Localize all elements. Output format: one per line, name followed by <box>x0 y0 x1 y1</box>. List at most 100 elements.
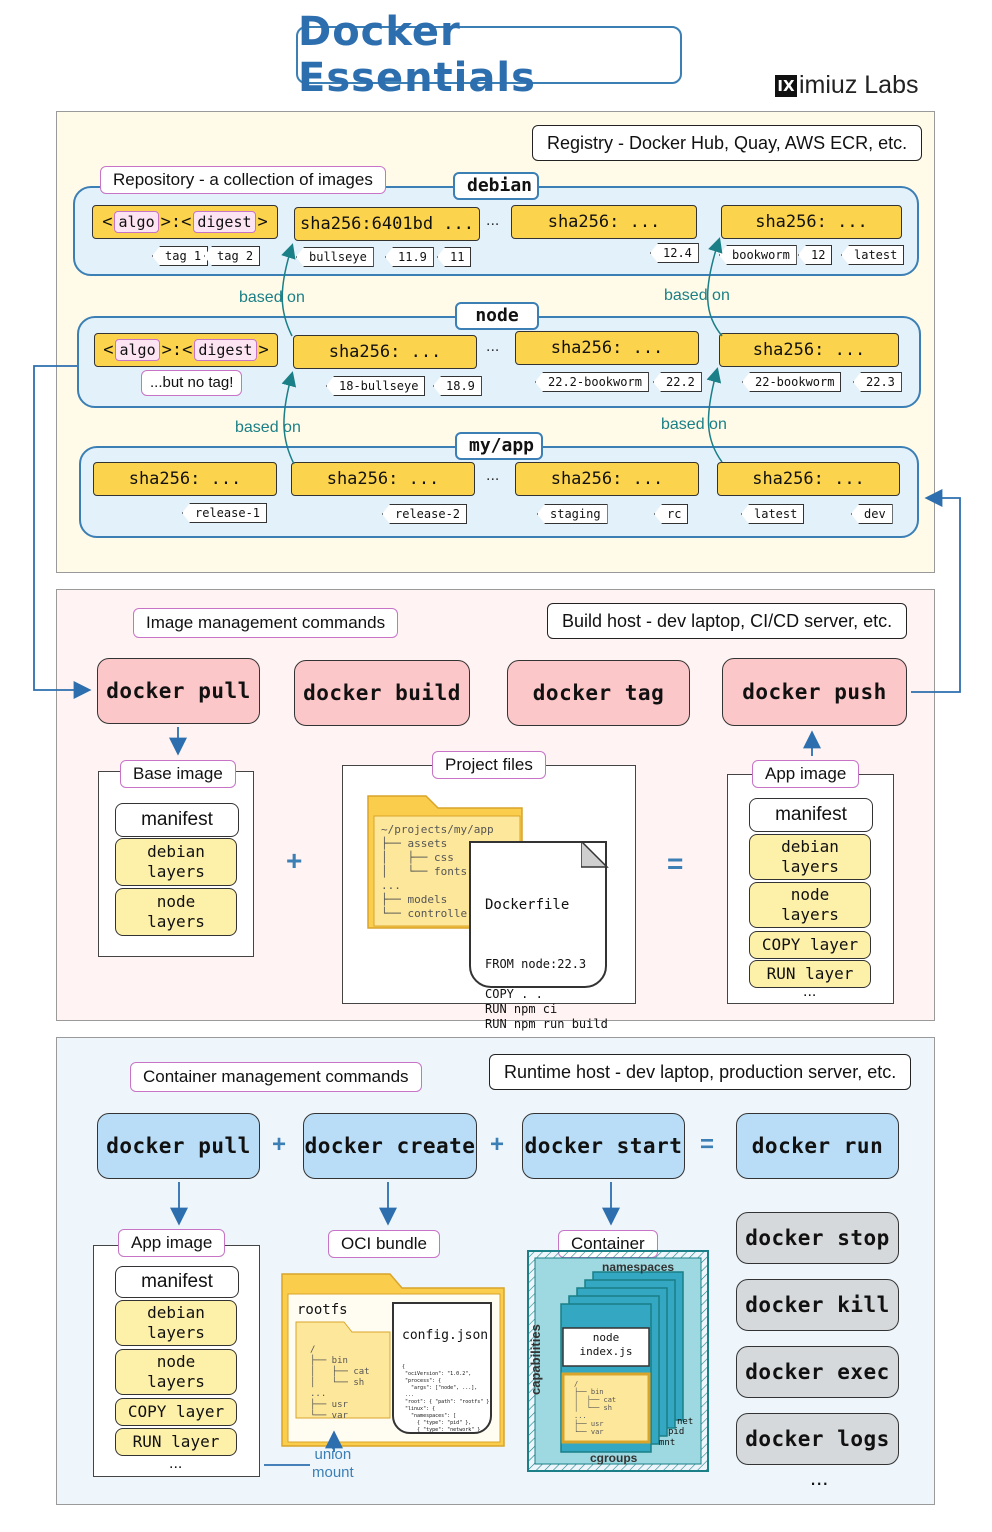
digest-mid: >:< <box>161 340 193 360</box>
docker-tag-button[interactable]: docker tag <box>507 660 690 726</box>
digest-debian-3: sha256: ... <box>511 205 697 239</box>
layer-manifest: manifest <box>115 1266 239 1298</box>
docker-push-button[interactable]: docker push <box>722 658 907 726</box>
more-layers: ... <box>169 1455 183 1472</box>
namespaces-label: namespaces <box>602 1260 675 1274</box>
ns-pid: pid <box>668 1427 685 1437</box>
tag: 12 <box>798 245 833 265</box>
digest-mid: >:< <box>160 212 192 232</box>
based-on-label: based on <box>664 287 730 304</box>
repo-name-debian: debian <box>453 172 539 200</box>
layer-run: RUN layer <box>115 1428 237 1456</box>
plus-operator: + <box>272 1131 287 1158</box>
dockerfile-body: FROM node:22.3 COPY . . RUN npm ci RUN n… <box>485 957 608 1046</box>
docker-start-button[interactable]: docker start <box>522 1113 685 1179</box>
plus-operator: + <box>490 1131 505 1158</box>
digest-app-2: sha256: ... <box>291 462 475 496</box>
layer-debian: debian layers <box>749 834 871 880</box>
tag: 12.4 <box>650 243 699 263</box>
base-image-title: Base image <box>120 760 236 788</box>
union-mount-label: union mount <box>312 1446 354 1481</box>
registry-host-label: Registry - Docker Hub, Quay, AWS ECR, et… <box>532 125 923 161</box>
layer-manifest: manifest <box>115 803 239 837</box>
tag: 18-bullseye <box>326 376 426 396</box>
tag: 18.9 <box>433 376 482 396</box>
tag: tag 2 <box>204 246 261 266</box>
docker-stop-button[interactable]: docker stop <box>736 1212 899 1264</box>
layer-run: RUN layer <box>749 960 871 988</box>
digest-pre: < <box>103 340 114 360</box>
dockerfile-title: Dockerfile <box>485 897 570 913</box>
container-diagram <box>527 1250 709 1472</box>
ns-net: net <box>677 1417 694 1427</box>
tag: 22.3 <box>853 372 902 392</box>
config-json-title: config.json <box>402 1328 489 1343</box>
oci-bundle-title: OCI bundle <box>328 1230 440 1258</box>
layer-debian: debian layers <box>115 1300 237 1346</box>
tag: latest <box>741 504 805 524</box>
rootfs-label: rootfs <box>297 1302 348 1318</box>
tag: release-2 <box>382 504 468 524</box>
brand-name: imiuz Labs <box>799 71 919 99</box>
app-image-title: App image <box>118 1229 226 1257</box>
digest-node-22-2: sha256: ... <box>515 331 699 365</box>
repo-name-node: node <box>455 302 539 330</box>
based-on-label: based on <box>661 416 727 433</box>
tag: 11 <box>437 247 472 267</box>
project-files-title: Project files <box>432 751 546 779</box>
digest-pre: < <box>102 212 113 232</box>
page-title: Docker Essentials <box>296 9 682 101</box>
layer-manifest: manifest <box>749 798 873 832</box>
layer-node: node layers <box>115 1349 237 1395</box>
dockerfile-doc: Dockerfile FROM node:22.3 COPY . . RUN n… <box>469 841 609 1046</box>
layer-node: node layers <box>115 888 237 936</box>
runtime-host-label: Runtime host - dev laptop, production se… <box>489 1054 912 1090</box>
digest-generic-node: < algo >:< digest > <box>94 333 278 367</box>
digest-debian-bullseye: sha256:6401bd ... <box>294 207 480 241</box>
docker-build-button[interactable]: docker build <box>294 660 470 726</box>
more-commands: ... <box>810 1465 829 1490</box>
ns-mnt: mnt <box>659 1438 676 1448</box>
docker-pull-button[interactable]: docker pull <box>97 658 260 724</box>
equals-operator: = <box>700 1131 715 1158</box>
algo-chip: algo <box>115 339 160 361</box>
config-json-doc: config.json { "ociVersion": "1.0.2", "pr… <box>392 1302 492 1434</box>
container-management-label: Container management commands <box>130 1062 422 1092</box>
tag: 22-bookworm <box>742 372 842 392</box>
digest-node-18: sha256: ... <box>293 335 477 369</box>
docker-kill-button[interactable]: docker kill <box>736 1279 899 1331</box>
rootfs-tree: / ├── bin │ ├── cat │ └── sh ... ├── usr… <box>310 1345 370 1421</box>
project-tree: ~/projects/my/app ├── assets │ ├── css │… <box>381 823 494 920</box>
build-host-label: Build host - dev laptop, CI/CD server, e… <box>547 603 908 639</box>
config-json-body: { "ociVersion": "1.0.2", "process": { "a… <box>402 1364 492 1433</box>
digest-chip: digest <box>194 339 257 361</box>
iximiuz-logo-icon: IX <box>775 74 797 97</box>
no-tag-note: ...but no tag! <box>141 370 243 396</box>
page-corner-icon <box>581 841 609 868</box>
cgroups-label: cgroups <box>590 1451 638 1465</box>
tag: bookworm <box>719 245 797 265</box>
container-process: node index.js <box>579 1331 633 1358</box>
tag: latest <box>841 245 905 265</box>
digest-app-3: sha256: ... <box>515 462 699 496</box>
docker-run-button[interactable]: docker run <box>736 1113 899 1179</box>
plus-operator: + <box>286 845 303 876</box>
brand: IX imiuz Labs <box>775 71 919 100</box>
docker-exec-button[interactable]: docker exec <box>736 1346 899 1398</box>
docker-logs-button[interactable]: docker logs <box>736 1413 899 1465</box>
digest-node-22-3: sha256: ... <box>719 333 899 367</box>
repository-note: Repository - a collection of images <box>100 166 386 194</box>
docker-pull-button[interactable]: docker pull <box>97 1113 260 1179</box>
digest-app-1: sha256: ... <box>93 462 277 496</box>
based-on-label: based on <box>235 419 301 436</box>
tag: 11.9 <box>385 247 434 267</box>
tag: tag 1 <box>152 246 209 266</box>
tag: bullseye <box>296 247 374 267</box>
digest-post: > <box>257 212 268 232</box>
docker-create-button[interactable]: docker create <box>303 1113 477 1179</box>
digest-chip: digest <box>193 211 256 233</box>
digest-post: > <box>258 340 269 360</box>
tag: 22.2 <box>653 372 702 392</box>
container-fs-tree: / ├── bin │ ├── cat │ └── sh ... ├── usr… <box>574 1380 617 1436</box>
based-on-label: based on <box>239 289 305 306</box>
